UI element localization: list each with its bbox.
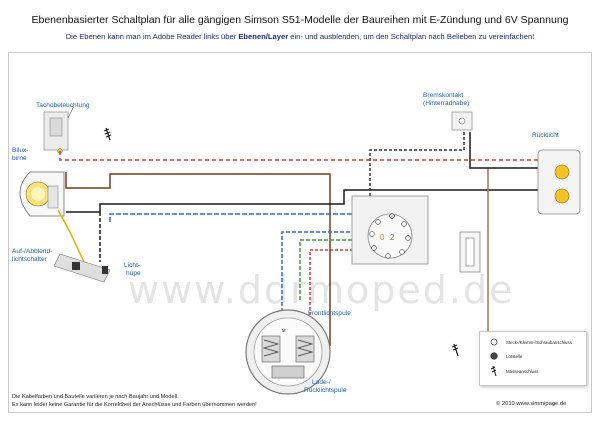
footer-note-2: Es kann leider keine Garantie für die Ko… <box>12 402 257 408</box>
legend-item-steck: Steck-/Klemm-/Schraubanschluss <box>506 340 572 345</box>
bremskontakt-switch <box>451 111 473 131</box>
label-abblend-line2: lichtschalter <box>12 256 47 263</box>
watermark: www.ddrmoped.de <box>128 268 515 312</box>
tachobeleuchtung-lamp <box>43 105 75 154</box>
subtitle-bold: Ebenen/Layer <box>238 32 289 41</box>
diagram-frame <box>8 52 592 413</box>
ground-symbol-tacho <box>103 127 112 141</box>
abblend-switch <box>53 253 111 283</box>
subtitle-pre: Die Ebenen kann man im Adobe Reader link… <box>65 32 239 41</box>
label-licht-line1: Licht- <box>124 262 141 269</box>
wire-red-spule <box>309 249 372 330</box>
label-lade-line2: Rücklichtspule <box>304 387 347 394</box>
svg-text:M: M <box>282 328 286 333</box>
footer-note-1: Die Kabelfarben und Bauteile variieren j… <box>12 394 179 400</box>
legend-item-loetstelle: Lötstelle <box>506 354 523 359</box>
wire-brown <box>65 172 331 214</box>
relay-component <box>459 231 481 273</box>
wire-brems-2 <box>469 132 540 169</box>
wire-brems <box>369 132 465 196</box>
wire-red-dashed <box>59 151 556 161</box>
legend-item-masse: Masseanschluss <box>506 369 539 374</box>
wire-brown-right <box>487 168 500 341</box>
label-ruecklicht: Rücklicht <box>532 132 559 139</box>
label-bilux-line1: Bilux- <box>12 147 29 154</box>
ground-icon <box>490 365 497 377</box>
label-brems-line1: Bremskontakt <box>423 92 464 99</box>
wire-green <box>299 239 370 300</box>
page-subtitle: Die Ebenen kann man im Adobe Reader link… <box>0 32 600 41</box>
wire-black <box>66 189 540 213</box>
page-title: Ebenenbasierter Schaltplan für alle gäng… <box>31 14 569 26</box>
ground-symbol-right <box>451 343 459 357</box>
solder-point-icon <box>490 352 498 360</box>
label-lade-line1: Lade-/ <box>312 379 331 386</box>
label-brems-line2: (Hinterradnabe) <box>423 100 470 107</box>
wire-blue <box>109 213 361 230</box>
subtitle-post: ein- und ausblenden, um den Schaltplan n… <box>288 32 535 41</box>
ruecklicht-lamp <box>537 149 581 215</box>
connector-icon <box>490 338 498 346</box>
label-abblend-line1: Auf-/Abblend- <box>12 248 53 255</box>
label-bilux-line2: birne <box>12 155 27 162</box>
label-frontlichtspule: Frontlichtspule <box>308 310 351 317</box>
legend-symbols <box>490 338 498 377</box>
label-licht-line2: hupe <box>126 270 141 277</box>
label-tachobeleuchtung: Tachobeleuchtung <box>36 102 90 109</box>
copyright: © 2010 www.simmipage.de <box>496 401 567 407</box>
wire-blue-spule <box>281 231 360 330</box>
svg-text:2: 2 <box>390 233 395 242</box>
bilux-bulb <box>19 171 65 217</box>
svg-text:0: 0 <box>380 233 385 242</box>
ignition-switch: 0 2 <box>351 195 429 265</box>
stator-coils: M <box>245 309 331 395</box>
legend-box: Steck-/Klemm-/Schraubanschluss Lötstelle… <box>479 331 587 386</box>
